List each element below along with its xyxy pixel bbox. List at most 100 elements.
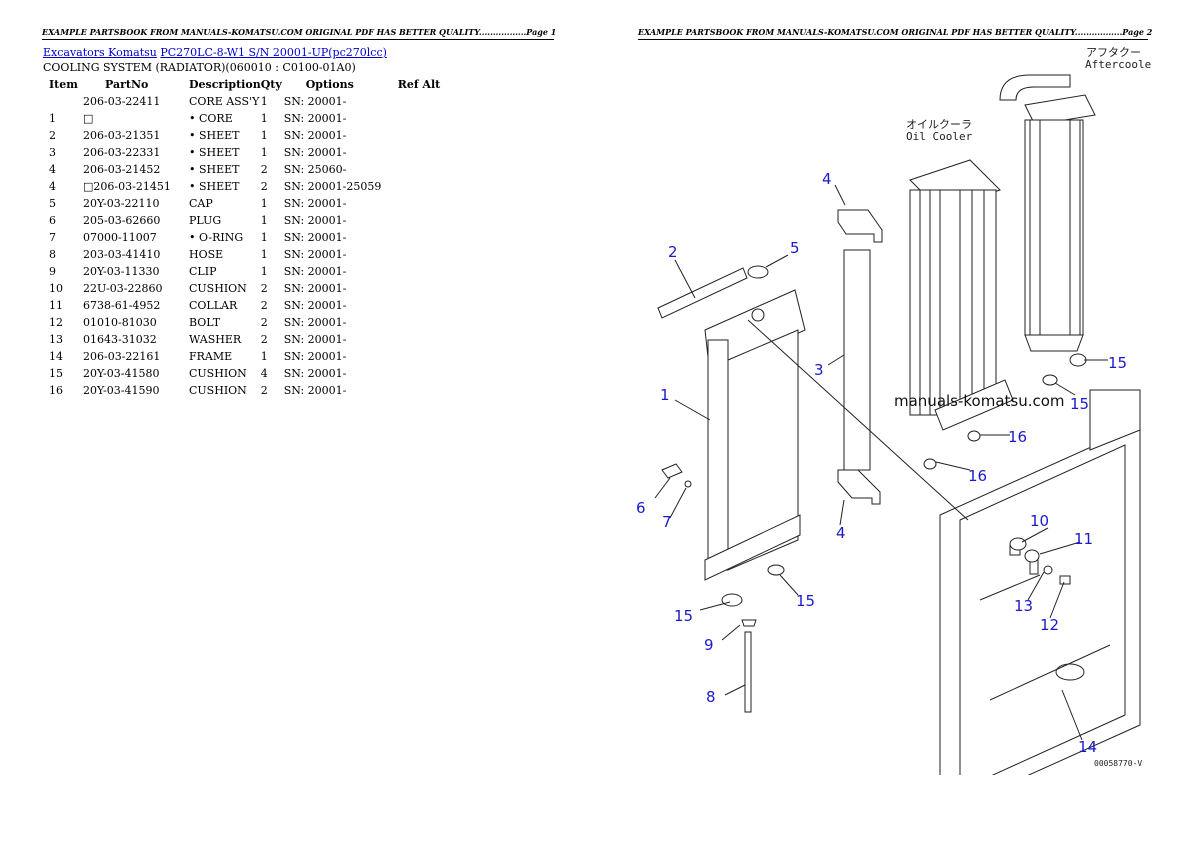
cell-partno: 20Y-03-41590 bbox=[83, 384, 160, 397]
cell-options: SN: 20001- bbox=[283, 316, 347, 329]
cell-options: SN: 20001- bbox=[283, 248, 347, 261]
cell-description: CUSHION bbox=[189, 367, 247, 380]
cell-options: SN: 20001- bbox=[283, 333, 347, 346]
callout-2: 2 bbox=[668, 243, 678, 261]
cushion-15c-illustration bbox=[1069, 353, 1087, 367]
cell-qty: 1 bbox=[260, 214, 268, 227]
cell-refalt bbox=[398, 195, 458, 212]
cell-description: FRAME bbox=[189, 350, 233, 363]
cell-refalt bbox=[398, 314, 458, 331]
callout-14: 14 bbox=[1078, 738, 1097, 756]
washer-13-illustration bbox=[1043, 565, 1053, 575]
cushion-10-illustration bbox=[1009, 537, 1027, 551]
callout-9: 9 bbox=[704, 636, 714, 654]
cell-qty: 1 bbox=[260, 95, 268, 108]
cell-item: 12 bbox=[49, 316, 63, 329]
cell-options: SN: 20001- bbox=[283, 282, 347, 295]
cell-partno: 206-03-21452 bbox=[83, 163, 161, 176]
cushion-16a-illustration bbox=[967, 430, 981, 442]
breadcrumb-link-model[interactable]: PC270LC-8-W1 S/N 20001-UP(pc270lcc) bbox=[160, 46, 387, 59]
callout-11: 11 bbox=[1074, 530, 1093, 548]
cell-partno: □ bbox=[83, 112, 94, 125]
exploded-parts-diagram: 1 2 3 4 4 5 6 7 8 9 10 11 12 13 14 15 15… bbox=[636, 46, 1151, 775]
breadcrumb-link-excavators[interactable]: Excavators Komatsu bbox=[43, 46, 157, 59]
table-row: 1 □ • CORE 1 SN: 20001- bbox=[43, 110, 458, 127]
cell-item: 13 bbox=[49, 333, 63, 346]
plug-6-illustration bbox=[661, 463, 683, 479]
cell-refalt bbox=[398, 127, 458, 144]
cell-options: SN: 20001-25059 bbox=[283, 180, 382, 193]
table-header-row: Item PartNo Description Qty Options Ref … bbox=[43, 76, 458, 93]
cushion-15a-illustration bbox=[721, 593, 743, 607]
cell-description: CORE ASS'Y bbox=[189, 95, 260, 108]
cell-description: • SHEET bbox=[189, 163, 240, 176]
cell-options: SN: 20001- bbox=[283, 214, 347, 227]
sheet-4-upper-illustration bbox=[837, 209, 883, 243]
cell-refalt bbox=[398, 382, 458, 399]
cell-qty: 1 bbox=[260, 112, 268, 125]
cell-partno: 206-03-22331 bbox=[83, 146, 161, 159]
collar-11-illustration bbox=[1024, 549, 1040, 563]
cell-item: 5 bbox=[49, 197, 56, 210]
cell-qty: 1 bbox=[260, 350, 268, 363]
cell-options: SN: 20001- bbox=[283, 146, 347, 159]
cell-qty: 2 bbox=[260, 282, 268, 295]
cell-refalt bbox=[398, 212, 458, 229]
callout-4-upper: 4 bbox=[822, 170, 832, 188]
page1-header: EXAMPLE PARTSBOOK FROM MANUALS-KOMATSU.C… bbox=[42, 27, 556, 40]
leader-lines bbox=[654, 184, 1108, 741]
cell-description: BOLT bbox=[189, 316, 221, 329]
cell-refalt bbox=[398, 297, 458, 314]
callout-16-lower: 16 bbox=[968, 467, 987, 485]
cell-options: SN: 20001- bbox=[283, 112, 347, 125]
cell-description: • SHEET bbox=[189, 146, 240, 159]
cell-qty: 2 bbox=[260, 384, 268, 397]
cell-item: 3 bbox=[49, 146, 56, 159]
cell-refalt bbox=[398, 161, 458, 178]
cell-qty: 4 bbox=[260, 367, 268, 380]
cushion-15b-illustration bbox=[767, 564, 785, 576]
cell-qty: 1 bbox=[260, 146, 268, 159]
cell-description: WASHER bbox=[189, 333, 242, 346]
cell-refalt bbox=[398, 144, 458, 161]
cell-partno: 206-03-22411 bbox=[83, 95, 161, 108]
aftercooler-label-en: Aftercoole bbox=[1085, 58, 1151, 71]
cell-description: CUSHION bbox=[189, 282, 247, 295]
cell-refalt bbox=[398, 110, 458, 127]
oilcooler-label-jp: オイルクーラ bbox=[906, 118, 972, 131]
col-options-header: Options bbox=[305, 78, 354, 91]
cell-refalt bbox=[398, 280, 458, 297]
cell-description: CAP bbox=[189, 197, 213, 210]
cell-item bbox=[43, 93, 83, 110]
cell-qty: 2 bbox=[260, 316, 268, 329]
cell-item: 4 bbox=[49, 163, 56, 176]
cell-refalt bbox=[398, 365, 458, 382]
cell-partno: 22U-03-22860 bbox=[83, 282, 163, 295]
cell-options: SN: 20001- bbox=[283, 265, 347, 278]
callout-6: 6 bbox=[636, 499, 646, 517]
cell-partno: 203-03-41410 bbox=[83, 248, 161, 261]
cell-qty: 1 bbox=[260, 248, 268, 261]
cushion-15d-illustration bbox=[1042, 374, 1058, 386]
callout-15-aftercooler: 15 bbox=[1108, 354, 1127, 372]
cell-qty: 2 bbox=[260, 163, 268, 176]
cell-options: SN: 25060- bbox=[283, 163, 347, 176]
cell-qty: 2 bbox=[260, 299, 268, 312]
cell-description: • CORE bbox=[189, 112, 233, 125]
callout-15-lower-left: 15 bbox=[674, 607, 693, 625]
radiator-core-illustration bbox=[704, 289, 806, 581]
cell-item: 1 bbox=[49, 112, 56, 125]
col-item-header: Item bbox=[49, 78, 78, 91]
cap-5-illustration bbox=[747, 265, 769, 279]
cell-partno: 6738-61-4952 bbox=[83, 299, 161, 312]
cell-description: COLLAR bbox=[189, 299, 238, 312]
clip-9-illustration bbox=[741, 619, 757, 627]
